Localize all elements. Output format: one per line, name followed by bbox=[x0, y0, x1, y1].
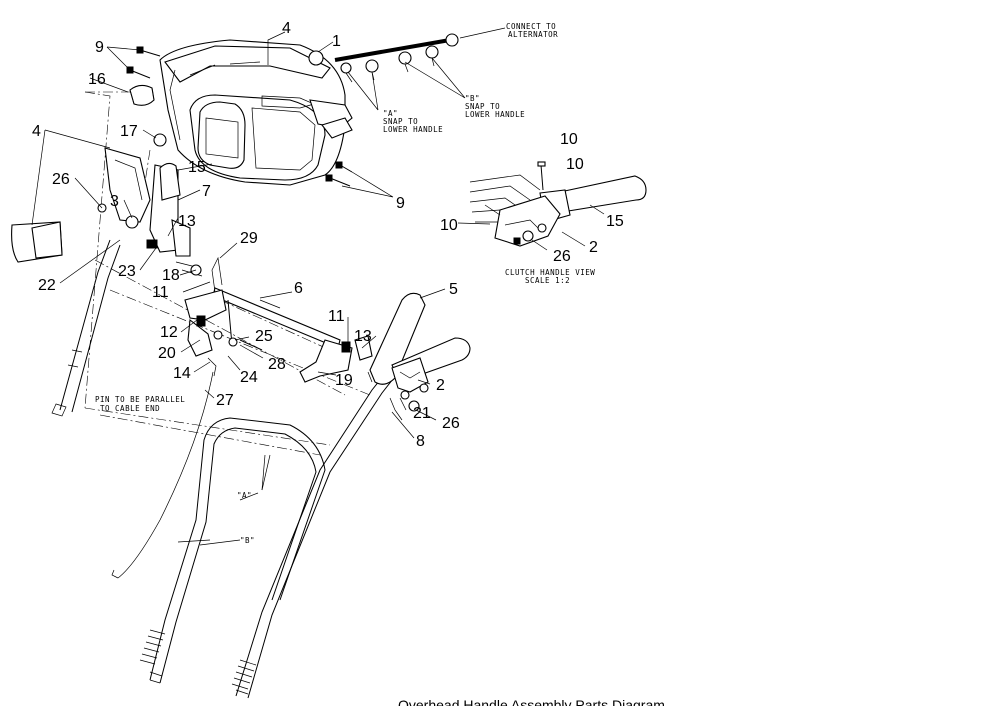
callout-23: 23 bbox=[118, 263, 136, 280]
callout-26-left: 26 bbox=[52, 171, 70, 188]
callout-7: 7 bbox=[202, 183, 211, 200]
callout-12: 12 bbox=[160, 324, 178, 341]
upper-handle-right bbox=[389, 337, 471, 421]
note-snap-b-1: "B" bbox=[465, 94, 480, 103]
note-snap-b-3: LOWER HANDLE bbox=[465, 110, 525, 119]
clutch-handle-detail bbox=[469, 161, 647, 247]
callout-3: 3 bbox=[110, 193, 119, 210]
callout-4-cover: 4 bbox=[32, 123, 41, 140]
callout-11-right: 11 bbox=[328, 308, 345, 325]
note-alternator-2: ALTERNATOR bbox=[508, 30, 558, 39]
callout-16: 16 bbox=[88, 71, 106, 88]
lower-handle-left bbox=[51, 239, 121, 417]
callout-25: 25 bbox=[255, 328, 273, 345]
note-snap-a-1: "A" bbox=[383, 109, 398, 118]
note-clutch-view-2: SCALE 1:2 bbox=[525, 276, 570, 285]
callout-numbers: 1 4 9 16 17 4 15 26 3 7 13 22 23 18 11 2… bbox=[32, 20, 624, 450]
callout-9-lower: 9 bbox=[396, 195, 405, 212]
note-pin-parallel-2: TO CABLE END bbox=[100, 404, 160, 413]
note-cable-a: "A" bbox=[237, 491, 252, 500]
leader-lines bbox=[31, 27, 605, 546]
callout-18: 18 bbox=[162, 267, 180, 284]
callout-1: 1 bbox=[332, 33, 341, 50]
right-control-bracket bbox=[299, 335, 373, 383]
callout-22: 22 bbox=[38, 277, 56, 294]
callout-10-pin: 10 bbox=[566, 156, 584, 173]
screws-9-upper bbox=[126, 46, 161, 79]
note-alternator-1: CONNECT TO bbox=[506, 22, 556, 31]
callout-13-right: 13 bbox=[354, 328, 372, 345]
page-footer-caption: Overhead Handle Assembly Parts Diagram bbox=[398, 697, 665, 706]
note-clutch-view-1: CLUTCH HANDLE VIEW bbox=[505, 268, 595, 277]
callout-14: 14 bbox=[173, 365, 191, 382]
callout-27: 27 bbox=[216, 392, 234, 409]
callout-21: 21 bbox=[413, 405, 431, 422]
callout-6: 6 bbox=[294, 280, 303, 297]
callout-15-grip: 15 bbox=[188, 159, 206, 176]
console-housing bbox=[159, 39, 353, 186]
note-snap-a-3: LOWER HANDLE bbox=[383, 125, 443, 134]
callout-13-left: 13 bbox=[178, 213, 196, 230]
grip-15 bbox=[159, 162, 181, 201]
callout-10-top: 10 bbox=[560, 131, 578, 148]
callout-20: 20 bbox=[158, 345, 176, 362]
callout-2-detail: 2 bbox=[589, 239, 598, 256]
lower-grip-right bbox=[231, 659, 257, 695]
callout-9-upper: 9 bbox=[95, 39, 104, 56]
callout-24: 24 bbox=[240, 369, 258, 386]
shift-rod-6 bbox=[184, 256, 341, 377]
callout-15-detail: 15 bbox=[606, 213, 624, 230]
grip-5 bbox=[367, 292, 426, 385]
diagram-notes: CONNECT TO ALTERNATOR "A" SNAP TO LOWER … bbox=[95, 22, 595, 545]
callout-2-lower: 2 bbox=[436, 377, 445, 394]
note-snap-a-2: SNAP TO bbox=[383, 117, 418, 126]
note-pin-parallel-1: PIN TO BE PARALLEL bbox=[95, 395, 185, 404]
callout-26-right: 26 bbox=[442, 415, 460, 432]
screws-9-lower bbox=[325, 161, 353, 187]
callout-11-left: 11 bbox=[152, 284, 169, 301]
knob-16 bbox=[129, 84, 155, 106]
callout-19: 19 bbox=[335, 372, 353, 389]
lower-handle-right bbox=[139, 364, 401, 699]
cables bbox=[111, 371, 271, 579]
callout-17: 17 bbox=[120, 123, 138, 140]
callout-28: 28 bbox=[268, 356, 286, 373]
callout-4-console: 4 bbox=[282, 20, 291, 37]
note-snap-b-2: SNAP TO bbox=[465, 102, 500, 111]
note-cable-b: "B" bbox=[240, 536, 255, 545]
wiring-harness bbox=[308, 33, 459, 83]
callout-26-detail: 26 bbox=[553, 248, 571, 265]
cover-plate-4 bbox=[11, 221, 63, 263]
lower-grip-left bbox=[139, 629, 166, 684]
callout-8: 8 bbox=[416, 433, 425, 450]
callout-5: 5 bbox=[449, 281, 458, 298]
callout-29: 29 bbox=[240, 230, 258, 247]
callout-10-left: 10 bbox=[440, 217, 458, 234]
knob-17 bbox=[153, 133, 167, 147]
